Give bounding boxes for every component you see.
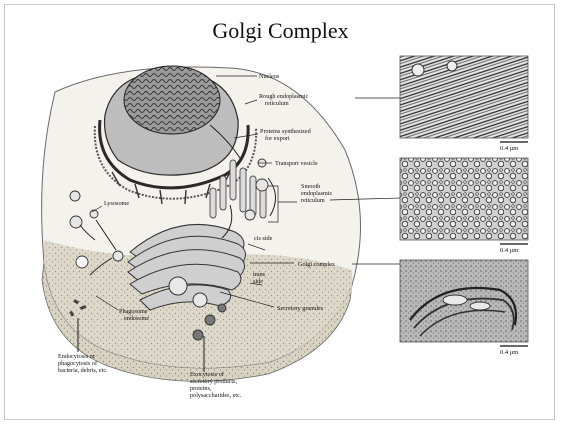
label-trans-side-2: side: [253, 278, 263, 285]
label-smooth-er-3: reticulum: [301, 197, 325, 204]
micrograph-rough-er: 0.4 μm: [400, 56, 528, 152]
label-nucleus: Nucleus: [259, 73, 280, 80]
label-cis-side: cis side: [254, 235, 273, 242]
label-trans-side-1: trans: [253, 271, 266, 278]
scale-bar-label-3: 0.4 μm: [500, 349, 518, 356]
micrograph-smooth-er: 0.4 μm: [400, 158, 528, 254]
label-lysosome: Lysosome: [104, 200, 129, 207]
label-secretory-granules: Secretory granules: [277, 305, 324, 312]
label-exocytosis-2: secretory products,: [190, 378, 238, 385]
label-phagosome-2: endosome: [124, 315, 149, 322]
label-endocytosis-3: bacteria, debris, etc.: [58, 367, 108, 374]
label-phagosome-1: Phagosome: [119, 308, 148, 315]
label-endocytosis-2: phagocytosis of: [58, 360, 98, 367]
label-exocytosis-3: proteins,: [190, 385, 212, 392]
scale-bar-label-1: 0.4 μm: [500, 145, 518, 152]
label-transport-vesicle: Transport vesicle: [275, 160, 318, 167]
label-exocytosis-4: polysaccharides, etc.: [190, 392, 242, 399]
label-golgi-complex: Golgi complex: [298, 261, 336, 268]
label-exocytosis-1: Exocytosis of: [190, 371, 225, 378]
label-endocytosis-1: Endocytosis or: [58, 353, 95, 360]
label-rough-er-1: Rough endoplasmic: [259, 93, 309, 100]
label-smooth-er-2: endoplasmic: [301, 190, 333, 197]
scale-bar-label-2: 0.4 μm: [500, 247, 518, 254]
label-proteins-2: for export: [265, 135, 290, 142]
label-rough-er-2: reticulum: [265, 100, 289, 107]
label-proteins-1: Proteins synthesized: [260, 128, 312, 135]
label-smooth-er-1: Smooth: [301, 183, 321, 190]
micrograph-golgi: 0.4 μm: [400, 260, 528, 356]
